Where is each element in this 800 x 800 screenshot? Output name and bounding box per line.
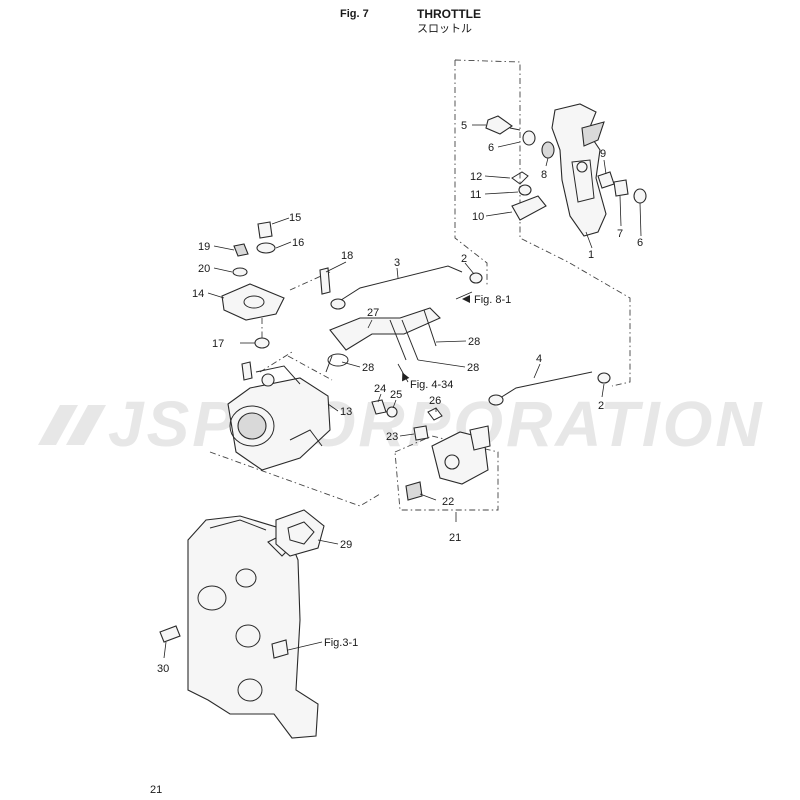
callout-17: 17 xyxy=(212,338,224,350)
collar-9 xyxy=(597,171,615,189)
part-22 xyxy=(405,481,423,501)
washer-20 xyxy=(232,267,248,277)
callout-3: 3 xyxy=(394,257,400,269)
callout-19: 19 xyxy=(198,241,210,253)
callout-15: 15 xyxy=(289,212,301,224)
callout-27: 27 xyxy=(367,307,379,319)
hose-27 xyxy=(329,307,441,351)
washer-6b xyxy=(633,188,647,204)
callout-10: 10 xyxy=(472,211,484,223)
reference-fig-8-1: Fig. 8-1 xyxy=(474,294,511,306)
callout-21: 21 xyxy=(449,532,461,544)
clip-2-lower xyxy=(597,372,611,384)
collar-10 xyxy=(511,195,547,221)
bracket-14 xyxy=(221,283,285,321)
callout-6a: 6 xyxy=(488,142,494,154)
hose-group xyxy=(325,307,441,373)
callout-24: 24 xyxy=(374,383,386,395)
callout-numbers: 5 6 8 9 12 11 10 1 7 6 3 2 18 15 16 19 2… xyxy=(157,120,643,675)
callout-5: 5 xyxy=(461,120,467,132)
throttle-body-group xyxy=(227,361,331,471)
callout-29: 29 xyxy=(340,539,352,551)
callout-23: 23 xyxy=(386,431,398,443)
callout-6b: 6 xyxy=(637,237,643,249)
bracket-group xyxy=(221,221,331,349)
callout-28c: 28 xyxy=(467,362,479,374)
callout-11: 11 xyxy=(470,189,481,201)
callout-7: 7 xyxy=(617,228,623,240)
throttle-lever-group xyxy=(485,103,647,237)
callout-9: 9 xyxy=(600,148,606,160)
reference-fig-4-34: Fig. 4-34 xyxy=(410,379,453,391)
cylinder-head-block xyxy=(187,515,319,739)
callout-1: 1 xyxy=(588,249,594,261)
bolt-5 xyxy=(485,115,513,135)
callout-22: 22 xyxy=(442,496,454,508)
link-rod-4 xyxy=(499,371,593,399)
link-rod-3 xyxy=(337,265,463,303)
figure-title-japanese: スロットル xyxy=(417,22,472,35)
callout-16: 16 xyxy=(292,237,304,249)
washer-25 xyxy=(386,406,398,418)
part-26 xyxy=(427,407,443,421)
callout-20: 20 xyxy=(198,263,210,275)
page-number: 21 xyxy=(150,784,163,796)
washer-8 xyxy=(541,141,555,159)
clip-2-upper xyxy=(469,272,483,284)
reference-fig-3-1: Fig.3-1 xyxy=(324,637,358,649)
callout-28a: 28 xyxy=(468,336,480,348)
collar-23 xyxy=(413,425,429,441)
callout-28b: 28 xyxy=(362,362,374,374)
link-rods xyxy=(330,265,611,406)
callout-26: 26 xyxy=(429,395,441,407)
callout-25: 25 xyxy=(390,389,402,401)
clamp-28-left xyxy=(327,353,349,367)
clip-12 xyxy=(511,171,529,185)
cylinder-block-group xyxy=(159,509,325,739)
callout-2a: 2 xyxy=(461,253,467,265)
callout-14: 14 xyxy=(192,288,204,300)
bolt-15 xyxy=(257,221,273,239)
bushing-7 xyxy=(613,179,629,197)
callout-13: 13 xyxy=(340,406,352,418)
callout-30: 30 xyxy=(157,663,169,675)
stud-18 xyxy=(319,267,331,295)
figure-title-english: THROTTLE xyxy=(417,7,481,21)
callout-2b: 2 xyxy=(598,400,604,412)
washer-6 xyxy=(522,130,536,146)
callout-8: 8 xyxy=(541,169,547,181)
callout-4: 4 xyxy=(536,353,542,365)
grommet-17 xyxy=(254,337,270,349)
washer-16 xyxy=(256,242,276,254)
figure-number: Fig. 7 xyxy=(340,8,369,20)
callout-12: 12 xyxy=(470,171,482,183)
leader-lines xyxy=(163,124,642,659)
nut-19 xyxy=(233,243,249,257)
washer-11 xyxy=(518,184,532,196)
callout-18: 18 xyxy=(341,250,353,262)
bolt-30 xyxy=(159,625,181,643)
sensor-assembly-21 xyxy=(371,399,491,501)
gasket-29 xyxy=(275,509,325,557)
